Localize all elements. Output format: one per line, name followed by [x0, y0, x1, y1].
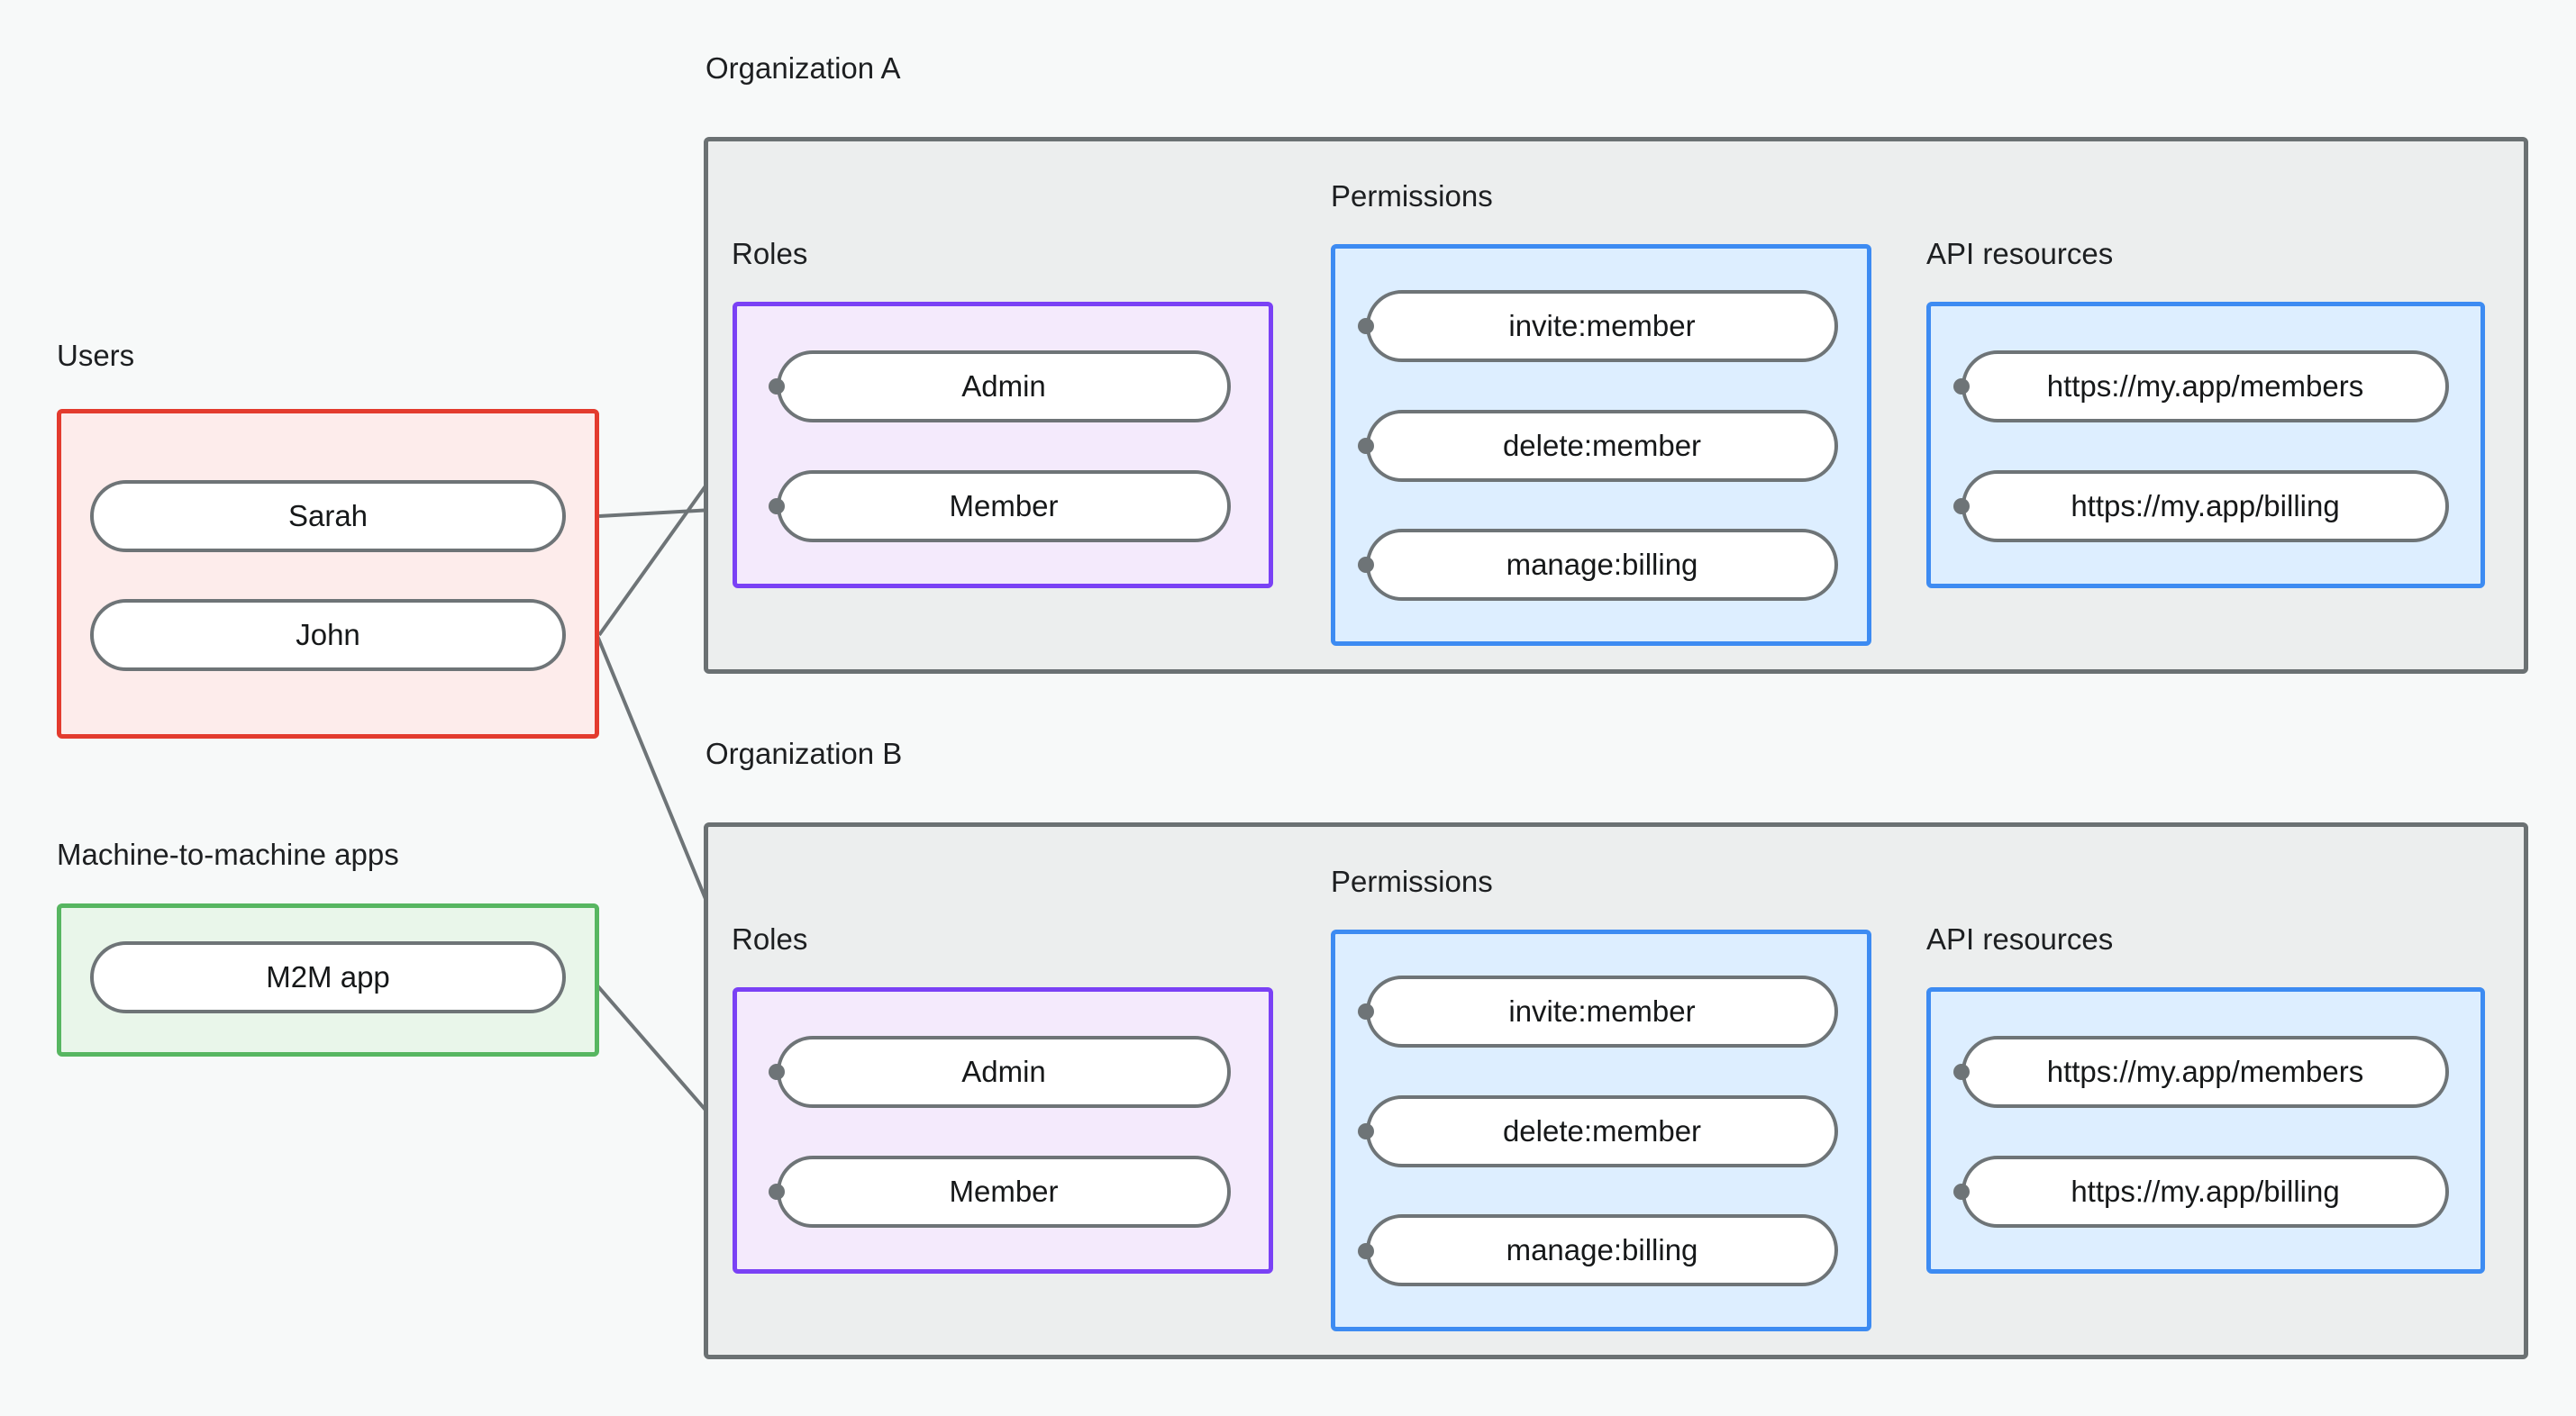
org-b-api-resource-members[interactable]: https://my.app/members — [1962, 1036, 2449, 1108]
org-b-roles-frame — [733, 987, 1273, 1274]
user-john[interactable]: John — [90, 599, 566, 671]
org-b-title: Organization B — [705, 737, 903, 770]
org-b-permission-delete-member[interactable]: delete:member — [1366, 1095, 1838, 1167]
org-a-api-resource-members[interactable]: https://my.app/members — [1962, 350, 2449, 422]
org-a-title: Organization A — [705, 51, 901, 85]
users-frame — [57, 409, 599, 739]
org-a-roles-frame — [733, 302, 1273, 588]
org-b-role-member[interactable]: Member — [777, 1156, 1231, 1228]
org-b-permissions-label: Permissions — [1331, 865, 1493, 898]
org-b-permission-manage-billing[interactable]: manage:billing — [1366, 1214, 1838, 1286]
org-b-permission-invite-member[interactable]: invite:member — [1366, 976, 1838, 1048]
org-a-api-resources-label: API resources — [1926, 237, 2114, 270]
org-a-permission-manage-billing[interactable]: manage:billing — [1366, 529, 1838, 601]
org-a-permission-invite-member[interactable]: invite:member — [1366, 290, 1838, 362]
org-a-api-resources-frame — [1926, 302, 2485, 588]
org-a-permission-delete-member[interactable]: delete:member — [1366, 410, 1838, 482]
org-b-roles-label: Roles — [732, 922, 808, 956]
user-sarah[interactable]: Sarah — [90, 480, 566, 552]
org-a-role-member[interactable]: Member — [777, 470, 1231, 542]
m2m-label: Machine-to-machine apps — [57, 838, 399, 871]
org-b-role-admin[interactable]: Admin — [777, 1036, 1231, 1108]
org-b-api-resources-label: API resources — [1926, 922, 2114, 956]
org-a-roles-label: Roles — [732, 237, 808, 270]
org-a-permissions-label: Permissions — [1331, 179, 1493, 213]
org-b-api-resource-billing[interactable]: https://my.app/billing — [1962, 1156, 2449, 1228]
org-a-api-resource-billing[interactable]: https://my.app/billing — [1962, 470, 2449, 542]
users-label: Users — [57, 339, 135, 372]
org-a-role-admin[interactable]: Admin — [777, 350, 1231, 422]
org-b-api-resources-frame — [1926, 987, 2485, 1274]
m2m-app[interactable]: M2M app — [90, 941, 566, 1013]
